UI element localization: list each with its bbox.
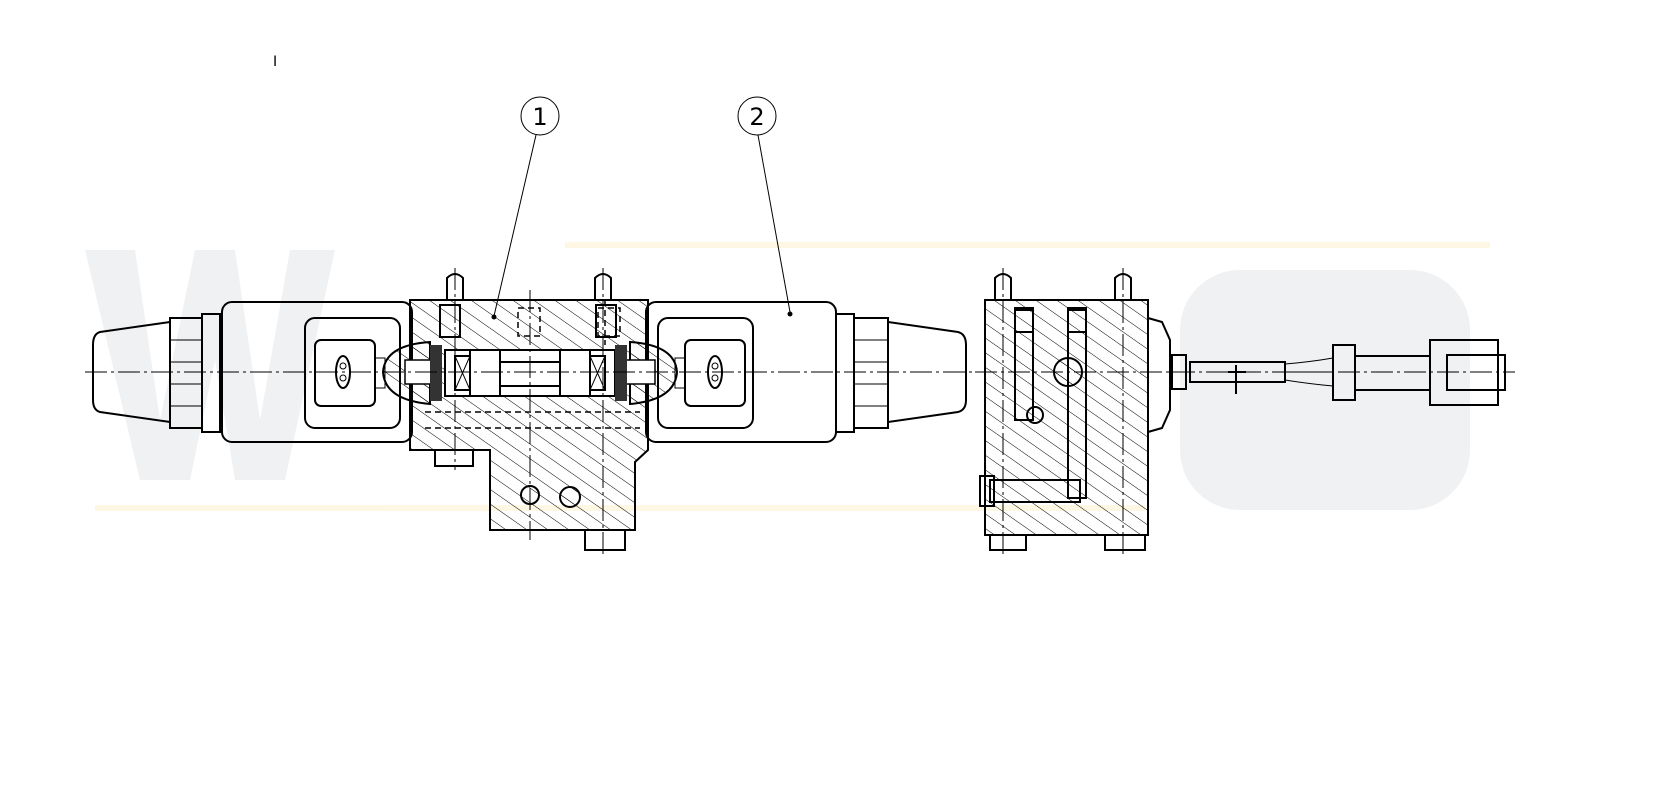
right-solenoid-nut <box>853 317 889 429</box>
balloon-1-label: 1 <box>532 103 547 131</box>
side-section-view <box>975 268 1515 555</box>
bottom-pin <box>434 449 474 467</box>
balloon-1: 1 <box>491 96 560 320</box>
title-mark: I <box>273 54 277 70</box>
right-solenoid-cap <box>887 320 967 424</box>
bottom-tab <box>584 529 626 551</box>
front-section-view <box>85 268 975 555</box>
left-solenoid-cap <box>92 320 171 424</box>
watermark <box>85 242 1490 511</box>
side-body <box>984 299 1149 536</box>
balloon-2-label: 2 <box>749 103 764 131</box>
balloon-2: 2 <box>737 96 793 317</box>
valve-body <box>409 299 649 531</box>
